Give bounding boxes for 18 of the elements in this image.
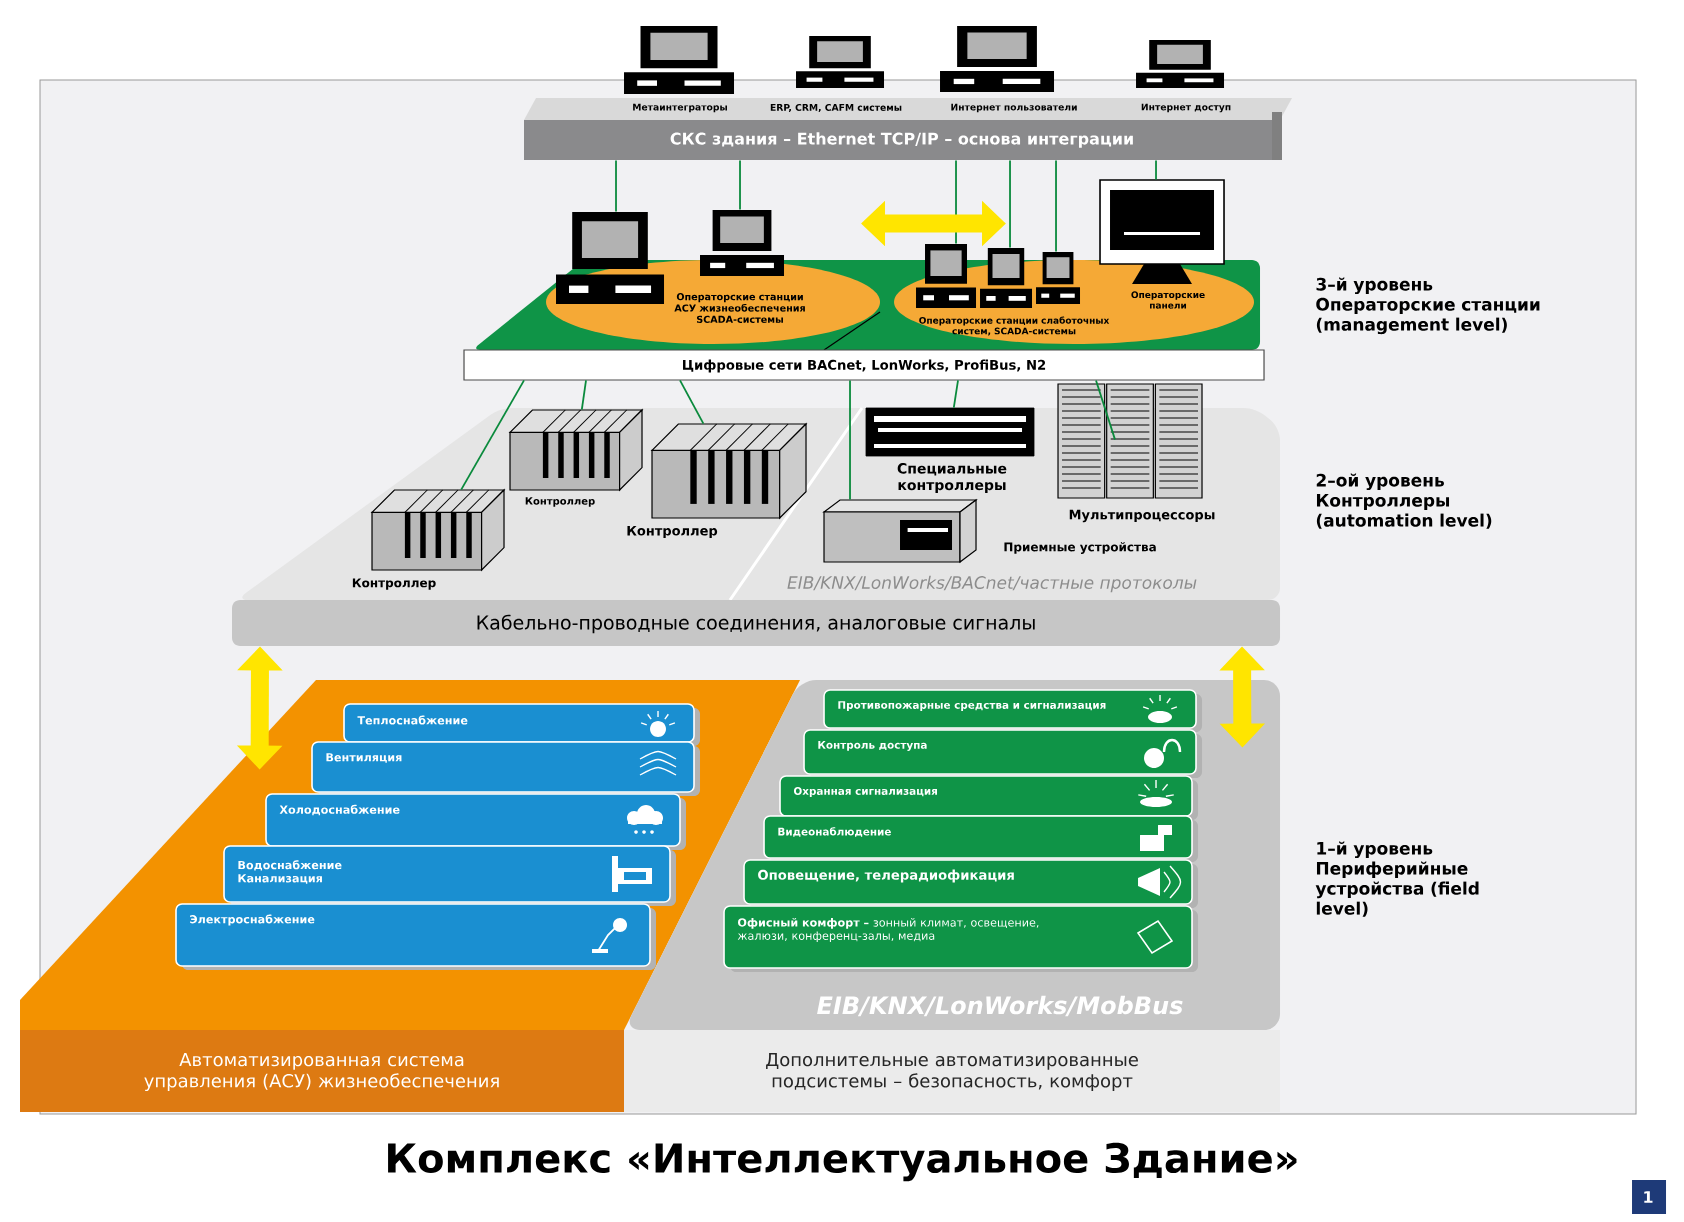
connector-line [460,379,525,491]
level-caption: 3–й уровень Операторские станции (management level) [1316,277,1540,335]
connector-line [739,159,741,211]
level-caption: 1–й уровень Периферийные устройства (field level) [1315,841,1479,917]
connector-line [580,379,587,411]
connector-line [679,379,705,425]
connector-line [952,379,959,409]
connector-line [849,379,851,501]
connector-line [615,159,617,213]
page-number: 1 [1632,1180,1666,1214]
node-label: Кабельно-проводные соединения, аналоговые сигналы [477,614,1035,634]
connector-line [1055,159,1057,253]
node-label: Автоматизированная система управления (АСУ) жизнеобеспечения [144,1052,499,1092]
title: Комплекс «Интеллектуальное Здание» [388,1142,1297,1182]
connector-line [1155,159,1157,181]
connector-line [1095,379,1116,441]
level-caption: 2–ой уровень Контроллеры (automation level) [1316,473,1492,529]
connector-line [1009,159,1011,249]
